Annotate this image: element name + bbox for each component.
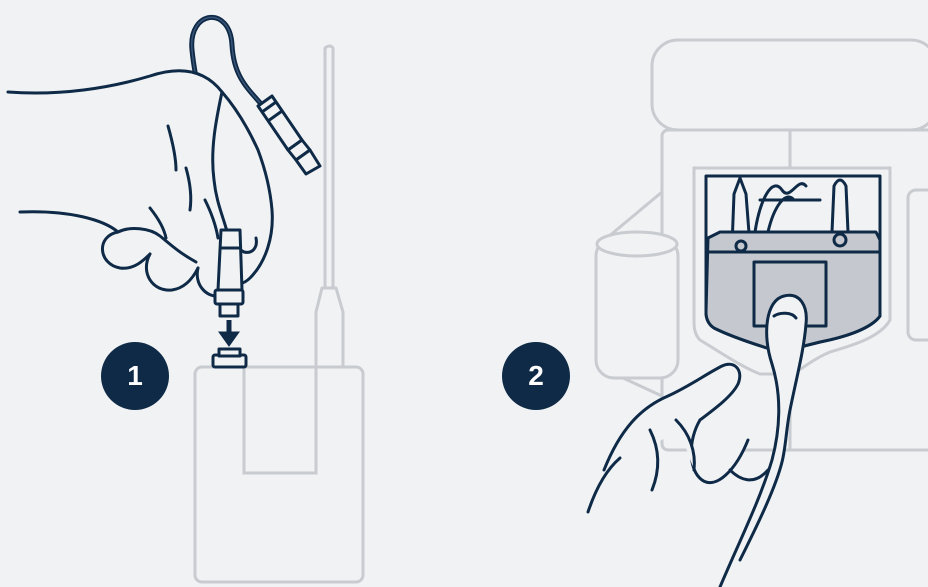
step-badge-2: 2 — [502, 342, 570, 410]
antenna — [316, 46, 343, 368]
arrow-down-icon — [219, 320, 239, 346]
step-1-illustration — [8, 17, 363, 582]
connector-plug — [258, 96, 320, 174]
jack-socket — [213, 349, 246, 367]
bodypack-transmitter — [195, 367, 363, 582]
step-2-illustration — [588, 40, 928, 587]
step-badge-1: 1 — [101, 342, 169, 410]
cable-plug-end — [215, 230, 243, 316]
step-number-2: 2 — [528, 360, 544, 392]
step-number-1: 1 — [127, 360, 143, 392]
